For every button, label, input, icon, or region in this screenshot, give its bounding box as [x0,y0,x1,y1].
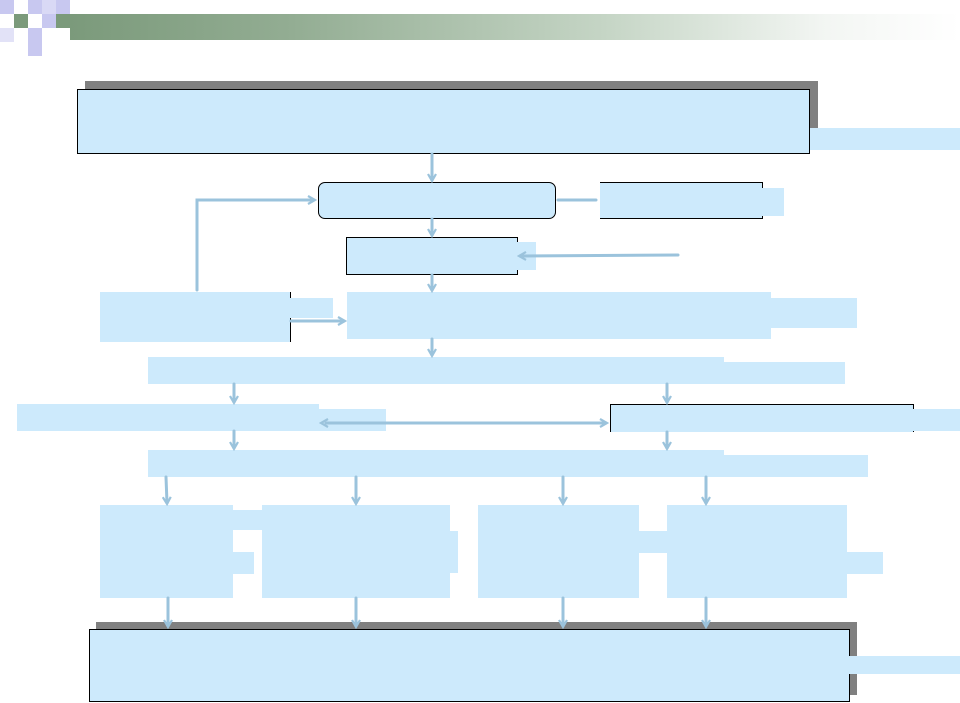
top-box [77,89,810,154]
header-square-lavender [28,42,42,56]
header-square-green [14,14,28,28]
rounded-box [318,182,556,219]
header-square-lavender [0,28,14,42]
wide-box-extension [770,298,857,328]
column-box-2-ext [449,531,458,573]
right-mid-box [610,404,914,432]
header-square-lavender [42,0,56,14]
column-box-4-ext [846,552,883,574]
header-square-green [56,14,70,28]
header-square-lavender [14,0,28,14]
left-mid-box [17,404,319,431]
band-2-extension [723,455,868,477]
slide-header-decoration [0,0,960,56]
column-box-1-ext-bottom [232,552,254,574]
arrow-band2-to-col1 [166,475,167,503]
top-box-extension [810,128,960,150]
header-square-lavender [42,14,56,28]
header-square-lavender [56,0,70,14]
column-box-1-ext-top [232,510,262,530]
column-box-3-ext [638,531,667,553]
side-box [600,182,763,219]
band-1-extension [723,362,845,384]
bottom-box [89,629,850,702]
column-box-2 [262,505,450,598]
column-box-1 [100,505,233,598]
arrow-left-box-to-rounded [195,200,314,292]
small-box [346,237,518,275]
left-mid-box-extension [318,409,386,431]
header-gradient-bar [70,14,960,40]
header-square-lavender [28,0,42,14]
header-square-lavender [28,28,42,42]
header-square-lavender [0,0,14,14]
wide-box [347,292,771,339]
band-2 [148,450,724,477]
right-mid-box-extension [913,409,960,431]
column-box-4 [667,505,847,598]
column-box-3 [478,505,639,598]
left-box [100,292,291,342]
side-box-extension [762,188,784,216]
arrow-right-to-small [520,255,680,256]
small-box-extension [517,242,536,270]
bottom-box-extension [849,656,960,674]
left-box-extension [290,298,333,318]
band-1 [148,357,724,384]
